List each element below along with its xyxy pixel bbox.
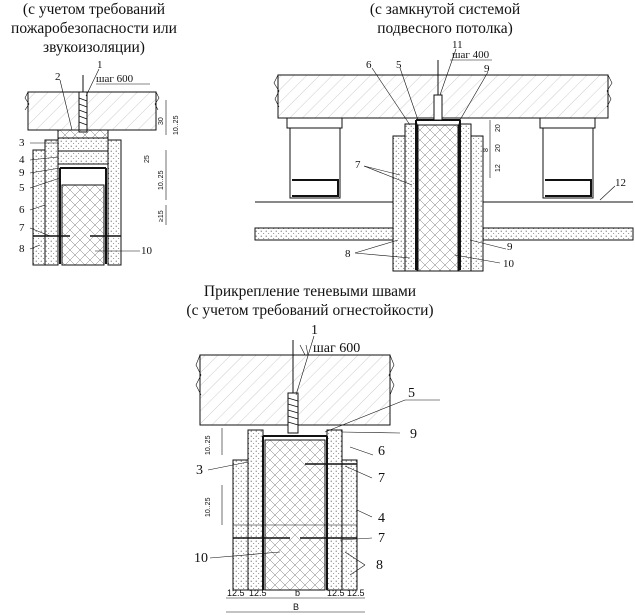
left-callout-10: 10 xyxy=(141,245,153,257)
bottom-cladding-left-inner xyxy=(247,429,264,591)
caption-left: (с учетом требований пожаробезопасности … xyxy=(4,0,184,57)
caption-left-line-2: пожаробезопасности или xyxy=(11,20,177,37)
right-dim-20-a: 20 xyxy=(495,124,502,132)
bottom-callout-4: 4 xyxy=(378,511,385,526)
right-detail: 20 8 20 12 шаг 400 6 5 11 9 7 12 8 9 10 xyxy=(254,39,634,272)
left-dim-10-25-a: 10..25 xyxy=(173,115,180,135)
right-callout-6: 6 xyxy=(366,59,372,71)
left-callout-4: 4 xyxy=(19,154,25,166)
left-cladding-right-1 xyxy=(107,139,122,266)
bottom-callout-6: 6 xyxy=(378,444,385,459)
right-cladding-right-2 xyxy=(470,135,484,272)
bottom-dim-12-5-c: 12.5 xyxy=(327,588,345,598)
right-dim-12: 12 xyxy=(495,164,502,172)
right-insulation xyxy=(417,124,459,272)
bottom-insulation xyxy=(264,439,326,591)
right-anchor-icon xyxy=(433,60,443,121)
right-ceiling-right xyxy=(482,227,634,241)
left-dim-10-25-b: 10..25 xyxy=(158,170,165,190)
left-detail: 30 10..25 25 10..25 ≥15 шаг 600 1 2 3 4 … xyxy=(19,59,180,266)
bottom-callout-3: 3 xyxy=(196,463,203,478)
bottom-dim-b: b xyxy=(295,588,300,598)
right-slab xyxy=(277,74,609,119)
caption-bottom: Прикрепление теневыми швами (с учетом тр… xyxy=(150,282,470,320)
bottom-dim-12-5-d: 12.5 xyxy=(347,588,365,598)
right-dim-8: 8 xyxy=(483,148,490,152)
bottom-detail: 10..25 10..25 12.5 12.5 b 12.5 12.5 B ша… xyxy=(194,323,440,613)
bottom-callout-1: 1 xyxy=(311,323,318,338)
left-dim-30: 30 xyxy=(158,117,165,125)
caption-right-line-1: (с замкнутой системой xyxy=(369,1,521,18)
left-callout-3: 3 xyxy=(19,137,25,149)
bottom-callout-5: 5 xyxy=(408,386,415,401)
bottom-cladding-right-inner xyxy=(326,429,343,591)
right-callout-11: 11 xyxy=(452,39,463,51)
bottom-dim-B: B xyxy=(293,602,299,612)
right-callout-9-top: 9 xyxy=(484,63,490,75)
caption-right: (с замкнутой системой подвесного потолка… xyxy=(340,0,550,38)
right-hanger-right xyxy=(539,117,596,199)
left-slab xyxy=(27,91,157,131)
bottom-dim-left-1: 10..25 xyxy=(205,435,212,455)
right-callout-9-bottom: 9 xyxy=(507,241,513,253)
right-callout-8: 8 xyxy=(345,248,351,260)
left-cladding-left-2 xyxy=(32,149,46,266)
right-callout-10: 10 xyxy=(503,258,515,270)
right-callout-5: 5 xyxy=(396,59,402,71)
bottom-anchor-icon xyxy=(287,340,299,434)
left-top-board-2 xyxy=(57,150,109,165)
right-dim-20-b: 20 xyxy=(495,144,502,152)
right-ceiling-left xyxy=(254,227,394,241)
left-dim-25: 25 xyxy=(144,155,151,163)
left-step-label: шаг 600 xyxy=(96,73,134,85)
bottom-dim-12-5-b: 12.5 xyxy=(249,588,267,598)
right-callout-12: 12 xyxy=(615,177,626,189)
left-dim-ge15: ≥15 xyxy=(158,210,165,222)
left-callout-9: 9 xyxy=(19,167,25,179)
bottom-dim-left-2: 10..25 xyxy=(205,497,212,517)
caption-left-line-3: звукоизоляции) xyxy=(43,39,145,56)
left-callout-1: 1 xyxy=(97,59,103,71)
caption-bottom-line-2: (с учетом требований огнестойкости) xyxy=(186,302,434,319)
right-hanger-left xyxy=(286,117,343,199)
right-callout-7: 7 xyxy=(355,159,361,171)
left-callout-6: 6 xyxy=(19,204,25,216)
left-cladding-left-1 xyxy=(44,139,59,266)
bottom-callout-7-top: 7 xyxy=(378,471,385,486)
left-insulation xyxy=(61,184,105,266)
caption-right-line-2: подвесного потолка) xyxy=(377,20,513,37)
left-callout-5: 5 xyxy=(19,182,25,194)
caption-bottom-line-1: Прикрепление теневыми швами xyxy=(203,283,417,300)
bottom-callout-8: 8 xyxy=(376,558,383,573)
left-profile xyxy=(59,167,107,264)
left-callout-8: 8 xyxy=(19,243,25,255)
left-callout-2: 2 xyxy=(55,71,61,83)
bottom-callout-9: 9 xyxy=(410,427,417,442)
left-top-board-1 xyxy=(57,137,109,152)
bottom-callout-10: 10 xyxy=(194,551,208,566)
bottom-dim-12-5-a: 12.5 xyxy=(227,588,245,598)
left-anchor-icon xyxy=(78,75,88,133)
right-cladding-left-2 xyxy=(392,135,406,272)
left-callout-7: 7 xyxy=(19,222,25,234)
left-seal-strip xyxy=(57,129,109,139)
bottom-callout-7-bottom: 7 xyxy=(378,531,385,546)
right-step-label: шаг 400 xyxy=(452,49,490,61)
bottom-step-label: шаг 600 xyxy=(313,341,360,356)
caption-left-line-1: (с учетом требований xyxy=(22,1,166,18)
